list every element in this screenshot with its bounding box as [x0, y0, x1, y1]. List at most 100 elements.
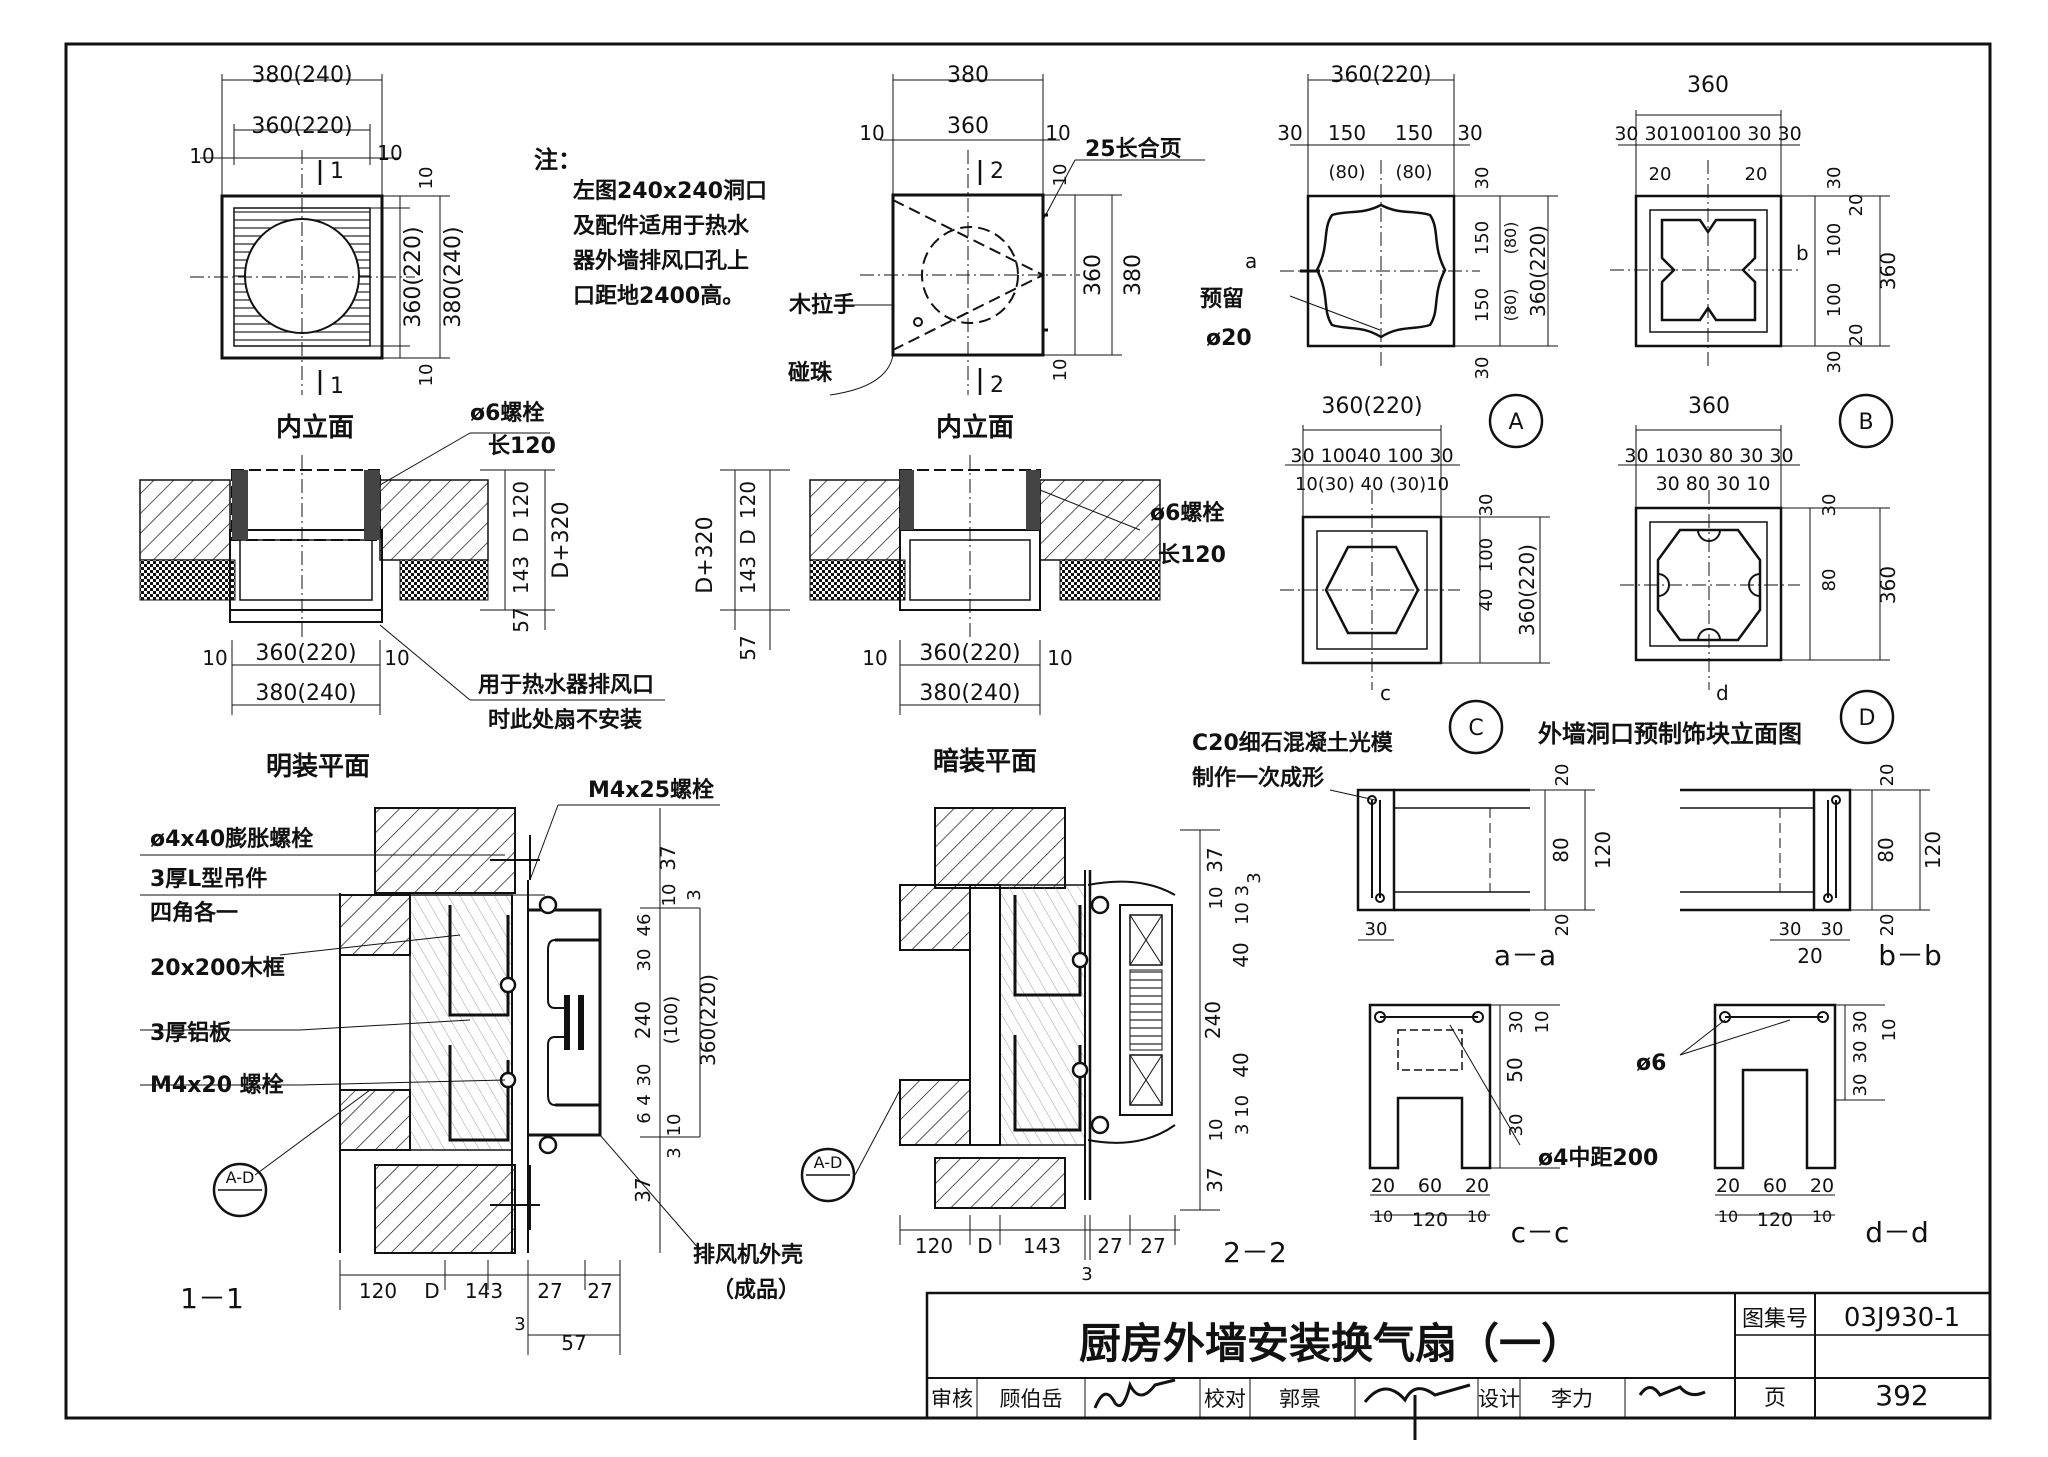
- ref-ad-2: A-D: [814, 1153, 843, 1172]
- title-sec-dd: d－d: [1865, 1216, 1929, 1249]
- dim-p1-r4: 57: [509, 607, 533, 632]
- dim-s11-10b: 10: [664, 1114, 685, 1137]
- label-l-hanger: 3厚L型吊件: [150, 867, 267, 892]
- dim-dd-120: 120: [1757, 1209, 1793, 1231]
- label-finished: （成品）: [712, 1278, 800, 1303]
- dim-e1-top: 380(240): [251, 63, 352, 88]
- title-sec-aa: a－a: [1494, 939, 1556, 972]
- label-wood-frame: 20x200木框: [150, 956, 285, 981]
- label-four-corners: 四角各一: [150, 900, 238, 926]
- dim-e2-r1: 360: [1081, 254, 1106, 296]
- sec-mark-1-top: 1: [330, 159, 344, 184]
- dim-cc-20a: 20: [1371, 1175, 1395, 1197]
- label-len120-2: 长120: [1158, 543, 1226, 568]
- block-a: [1280, 74, 1558, 449]
- dim-e2-10d: 10: [1050, 359, 1071, 382]
- section-a-a: [1356, 788, 1595, 941]
- dim-p1-r3: 143: [509, 556, 533, 594]
- dim-s22-b27a: 27: [1097, 1234, 1122, 1258]
- dim-p2-l1: D+320: [693, 516, 718, 593]
- label-c20-2: 制作一次成形: [1192, 765, 1324, 791]
- dim-c-r2: 100: [1476, 538, 1497, 572]
- dim-s22-3b: 3 10: [1232, 1095, 1253, 1135]
- dim-e2-inner: 360: [947, 114, 989, 139]
- dim-e1-r1: 360(220): [401, 226, 426, 327]
- title-concealed-plan: 暗装平面: [933, 747, 1037, 777]
- note-line-1: 左图240x240洞口: [573, 178, 767, 204]
- dim-s22-40b: 40: [1229, 1052, 1253, 1077]
- dim-s11-4: 4: [634, 1094, 655, 1105]
- dim-p2-l3: D: [736, 529, 760, 544]
- dim-e1-10d: 10: [416, 364, 437, 387]
- dim-d-top: 360: [1688, 394, 1730, 419]
- dim-e2-r2: 380: [1121, 254, 1146, 296]
- dim-s11-b3: 3: [514, 1314, 525, 1335]
- marker-c: c: [1380, 681, 1391, 705]
- note-heading: 注：: [534, 146, 582, 174]
- sec-mark-2-top: 2: [990, 159, 1004, 184]
- dim-b-r3: 100: [1824, 223, 1845, 257]
- label-rebar4: ø4中距200: [1538, 1146, 1658, 1171]
- dim-e2-10c: 10: [1050, 164, 1071, 187]
- dim-s22-10c: 10: [1206, 1119, 1227, 1142]
- dim-b-top: 360: [1687, 73, 1729, 98]
- dim-b-r5: 360: [1876, 252, 1900, 290]
- dim-bb-20a: 20: [1877, 764, 1898, 787]
- label-bolt6-1: ø6螺栓: [470, 401, 544, 426]
- dim-e2-10a: 10: [859, 121, 884, 145]
- dim-bb-120: 120: [1921, 831, 1945, 869]
- dim-dd-30a: 30: [1850, 1011, 1871, 1034]
- page-number: 392: [1875, 1379, 1928, 1412]
- dim-p2-b1: 360(220): [919, 641, 1020, 666]
- dim-aa-20b: 20: [1552, 914, 1573, 937]
- dim-s11-37b: 37: [631, 1177, 655, 1202]
- dim-b-20b: 20: [1745, 164, 1768, 185]
- label-len120-1: 长120: [488, 434, 556, 459]
- title-block: [925, 1291, 1992, 1440]
- section-2-2: [800, 807, 1220, 1260]
- dim-s11-bD: D: [424, 1279, 439, 1303]
- dim-p1-10b: 10: [384, 646, 409, 670]
- dim-s11-46: 46: [634, 914, 655, 937]
- dim-aa-30: 30: [1365, 919, 1388, 940]
- dim-s11-100: (100): [661, 996, 682, 1044]
- dim-cc-10a: 10: [1373, 1207, 1393, 1226]
- dim-e1-10c: 10: [416, 167, 437, 190]
- title-inner-elev-2: 内立面: [936, 412, 1014, 443]
- dim-b-20a: 20: [1649, 164, 1672, 185]
- label-hinge: 25长合页: [1085, 136, 1182, 162]
- label-m4x20: M4x20 螺栓: [150, 1073, 284, 1098]
- dim-d-r1: 30: [1819, 494, 1840, 517]
- title-sec-11: 1－1: [180, 1282, 244, 1315]
- dim-a-150b: 150: [1395, 121, 1433, 145]
- dim-s11-30b: 30: [634, 1064, 655, 1087]
- dim-cc-10b: 10: [1467, 1207, 1487, 1226]
- dim-cc-30b: 30: [1506, 1114, 1527, 1137]
- dim-p2-10b: 10: [1047, 646, 1072, 670]
- title-exposed-plan: 明装平面: [266, 752, 370, 782]
- dim-p1-b2: 380(240): [255, 681, 356, 706]
- dim-aa-80: 80: [1549, 837, 1573, 862]
- marker-A: A: [1508, 410, 1523, 435]
- dim-s11-3b: 3: [664, 1147, 685, 1158]
- dim-s22-b143: 143: [1023, 1234, 1061, 1258]
- page-label: 页: [1764, 1386, 1786, 1411]
- dim-c-row2: 10(30) 40 (30)10: [1295, 474, 1449, 495]
- label-alu-plate: 3厚铝板: [150, 1020, 232, 1046]
- dim-dd-10b: 10: [1812, 1207, 1832, 1226]
- dim-cc-50: 50: [1503, 1057, 1527, 1082]
- dim-p2-l5: 57: [736, 635, 760, 660]
- dim-e1-inner: 360(220): [251, 114, 352, 139]
- dim-s22-37a: 37: [1203, 847, 1227, 872]
- dim-b-r4: 100: [1824, 283, 1845, 317]
- dim-dd-30b: 30: [1850, 1041, 1871, 1064]
- marker-C: C: [1468, 716, 1483, 741]
- dim-p1-r5: D+320: [549, 501, 574, 578]
- label-heater-1: 用于热水器排风口: [478, 672, 654, 698]
- title-precast: 外墙洞口预制饰块立面图: [1538, 720, 1802, 748]
- label-bead: 碰珠: [788, 360, 833, 386]
- concealed-plan: [720, 455, 1161, 715]
- dim-s22-40a: 40: [1229, 942, 1253, 967]
- atlas-number: 03J930-1: [1844, 1303, 1960, 1333]
- label-fan-shell: 排风机外壳: [693, 1242, 803, 1268]
